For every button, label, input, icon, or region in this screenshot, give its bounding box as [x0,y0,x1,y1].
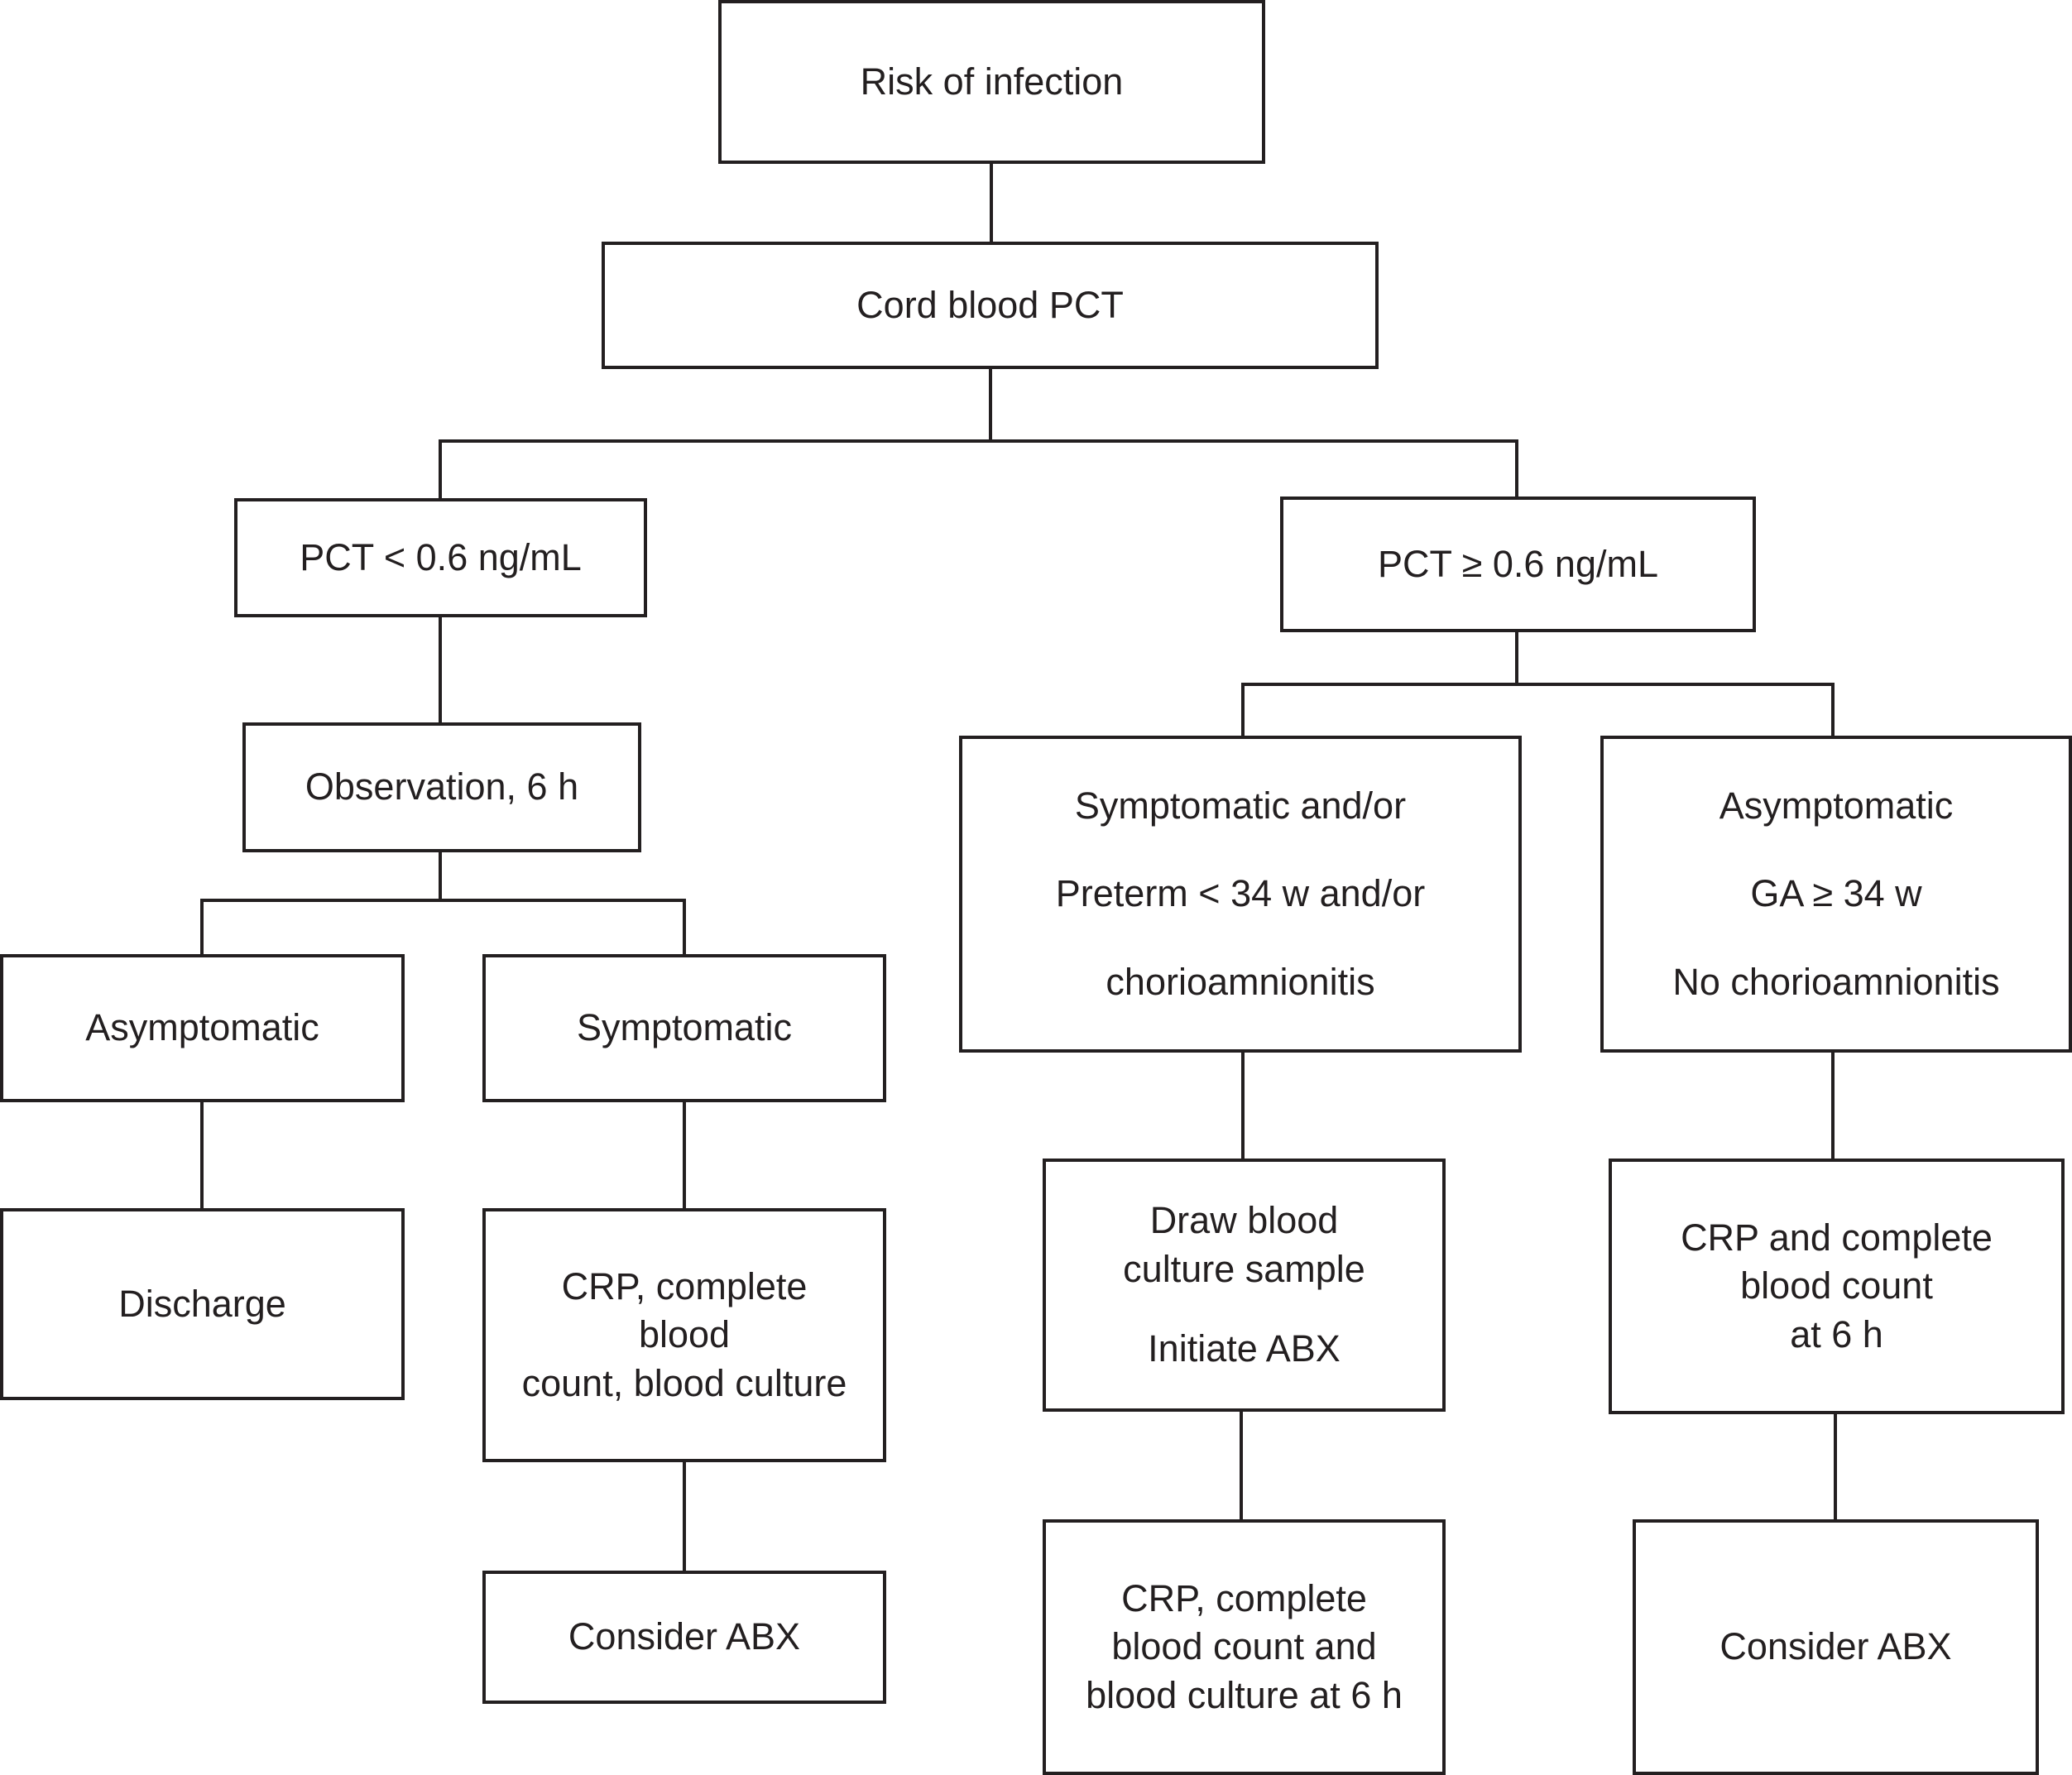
box-text: No chorioamnionitis [1672,960,2000,1003]
box-text: CRP, complete [561,1264,808,1307]
box-text: PCT ≥ 0.6 ng/mL [1377,542,1659,585]
box-text: Observation, 6 h [305,765,579,808]
symptomatic-preterm-box: Symptomatic and/or Preterm < 34 w and/or… [959,736,1522,1053]
box-text: GA ≥ 34 w [1750,872,1922,915]
box-text: Symptomatic [576,1006,793,1049]
box-text: Cord blood PCT [856,283,1124,326]
box-text: culture sample [1123,1247,1365,1290]
box-text: Risk of infection [860,60,1124,103]
symptomatic-left-box: Symptomatic [482,954,886,1102]
box-text: CRP, complete [1121,1576,1367,1619]
consider-abx-left-box: Consider ABX [482,1571,886,1704]
pct-above-threshold-box: PCT ≥ 0.6 ng/mL [1280,497,1756,632]
consider-abx-right-box: Consider ABX [1633,1519,2039,1775]
box-text: Preterm < 34 w and/or [1055,872,1426,915]
box-text: count, blood culture [521,1361,847,1404]
box-text: blood count and [1111,1625,1377,1668]
box-text: Consider ABX [1719,1625,1952,1668]
box-text: CRP and complete [1681,1216,1993,1259]
discharge-box: Discharge [0,1208,405,1400]
crp-blood-count-culture-box: CRP, complete blood count, blood culture [482,1208,886,1462]
crp-blood-count-6h-box: CRP and complete blood count at 6 h [1609,1159,2065,1414]
box-text: Initiate ABX [1148,1327,1341,1370]
box-text: Symptomatic and/or [1074,784,1407,827]
box-text: Discharge [118,1282,286,1325]
asymptomatic-term-box: Asymptomatic GA ≥ 34 w No chorioamnionit… [1600,736,2072,1053]
box-text: Draw blood [1149,1199,1339,1242]
box-text: Asymptomatic [85,1006,319,1049]
box-text: Asymptomatic [1719,784,1954,827]
box-text: Consider ABX [568,1615,801,1658]
crp-blood-count-culture-6h-box: CRP, complete blood count and blood cult… [1043,1519,1446,1775]
asymptomatic-left-box: Asymptomatic [0,954,405,1102]
box-text: blood [638,1313,731,1356]
box-text: blood count [1740,1264,1933,1307]
observation-box: Observation, 6 h [242,722,641,852]
box-text: chorioamnionitis [1106,960,1375,1003]
draw-blood-culture-box: Draw blood culture sample Initiate ABX [1043,1159,1446,1412]
box-text: PCT < 0.6 ng/mL [300,535,582,578]
box-text: at 6 h [1790,1312,1883,1355]
cord-blood-pct-box: Cord blood PCT [602,242,1379,369]
risk-of-infection-box: Risk of infection [718,0,1265,164]
box-text: blood culture at 6 h [1086,1673,1403,1716]
pct-below-threshold-box: PCT < 0.6 ng/mL [234,498,647,617]
